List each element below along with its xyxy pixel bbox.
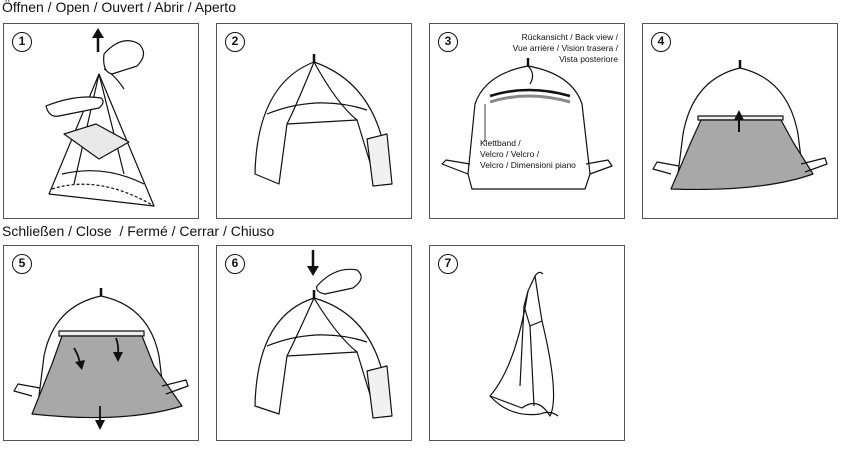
step-number: 4	[651, 32, 671, 52]
note-line: Velcro / Velcro /	[480, 149, 540, 159]
step-3-panel: Rückansicht / Back view / Vue arrière / …	[429, 23, 625, 219]
step-1-panel: 1	[3, 23, 199, 219]
step-5-panel: 5	[3, 245, 199, 441]
tent-floor-illustration	[652, 60, 828, 191]
note-line: Rückansicht / Back view /	[521, 32, 618, 42]
note-line: Vue arrière / Vision trasera /	[512, 43, 618, 53]
step-6-panel: 6	[216, 245, 412, 441]
tent-back-view-illustration	[441, 58, 613, 190]
back-view-note: Rückansicht / Back view / Vue arrière / …	[513, 32, 618, 65]
hand-icon	[316, 268, 362, 295]
open-section-title: Öffnen / Open / Ouvert / Abrir / Aperto	[2, 0, 236, 15]
step-number: 6	[225, 254, 245, 274]
arrow-up-icon	[92, 28, 104, 52]
hand-icon	[45, 96, 104, 117]
close-section-title: Schließen / Close / Fermé / Cerrar / Chi…	[2, 223, 275, 239]
arrow-up-icon	[734, 110, 744, 132]
step-7-panel: 7	[429, 245, 625, 441]
note-line: Velcro / Dimensioni piano	[480, 160, 576, 170]
tent-standing-illustration	[254, 54, 393, 187]
tent-close-floor-illustration	[13, 288, 189, 430]
arrow-down-icon	[307, 250, 319, 276]
arrow-down-icon	[73, 337, 123, 430]
tent-lift-illustration	[45, 28, 155, 207]
step-number: 5	[12, 254, 32, 274]
note-line: Vista posteriore	[559, 54, 618, 64]
step-number: 7	[438, 254, 458, 274]
step-number: 1	[12, 32, 32, 52]
note-line: Klettband /	[480, 138, 521, 148]
hand-icon	[103, 40, 145, 75]
velcro-note: Klettband / Velcro / Velcro / Velcro / D…	[480, 138, 576, 171]
step-2-panel: 2	[216, 23, 412, 219]
tent-fold-illustration	[254, 250, 393, 419]
step-number: 3	[438, 32, 458, 52]
tent-folded-hanging-illustration	[489, 271, 559, 417]
step-number: 2	[225, 32, 245, 52]
step-4-panel: 4	[642, 23, 838, 219]
